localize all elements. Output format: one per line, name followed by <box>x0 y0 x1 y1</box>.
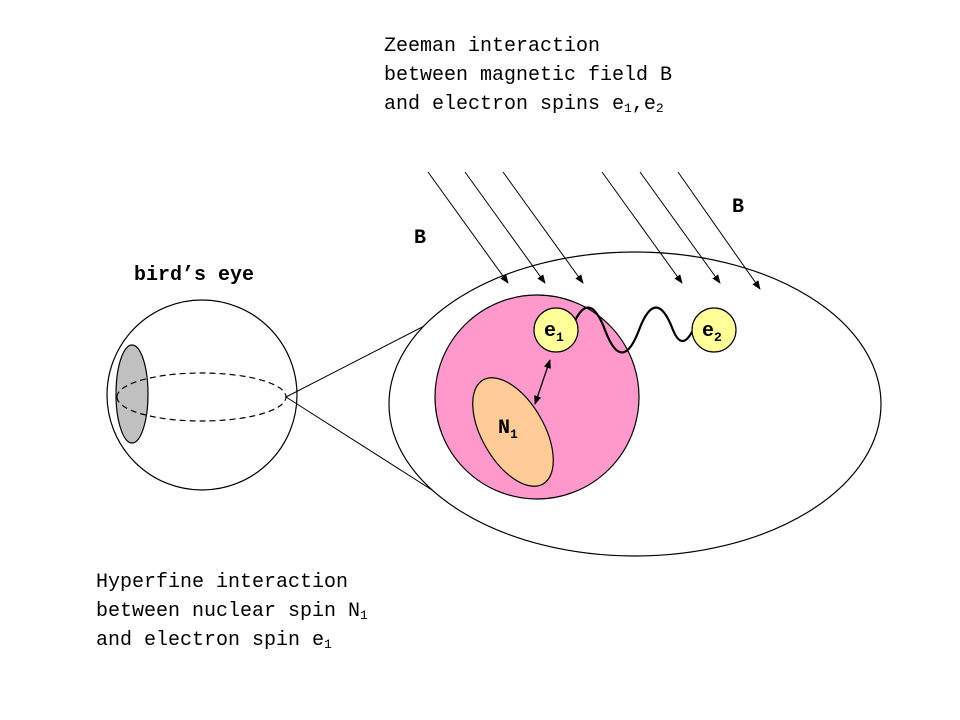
electron-e1 <box>533 307 579 353</box>
field-line <box>601 171 683 284</box>
zoom-line-top <box>285 321 433 398</box>
electron-e1-label: e1 <box>544 320 564 345</box>
zeeman-caption-line3: and electron spins e1,e2 <box>384 93 664 116</box>
electron-e2-label: e2 <box>702 320 722 345</box>
magnetic-field-lines <box>427 171 761 290</box>
eye-equator-front <box>116 396 287 422</box>
hyperfine-caption: Hyperfine interaction between nuclear sp… <box>96 568 368 655</box>
field-label-right: B <box>732 196 744 219</box>
hyperfine-caption-line3: and electron spin e1 <box>96 629 332 652</box>
birds-eye <box>106 299 298 491</box>
zeeman-caption-line2: between magnetic field B <box>384 64 673 87</box>
electron-coupling-wave <box>569 306 694 354</box>
electron-e2 <box>691 307 737 353</box>
hyperfine-arrow <box>534 359 551 405</box>
eyeball <box>106 299 298 491</box>
hyperfine-caption-line1: Hyperfine interaction <box>96 571 349 594</box>
field-line <box>464 171 546 284</box>
zeeman-caption-line1: Zeeman interaction <box>384 35 601 58</box>
zeeman-caption: Zeeman interaction between magnetic fiel… <box>384 32 672 119</box>
zoom-line-bottom <box>285 396 433 491</box>
nucleus-n1-label: N1 <box>498 417 518 442</box>
nucleus-n1 <box>472 377 554 487</box>
field-line <box>639 171 721 284</box>
field-line <box>427 171 509 284</box>
eye-equator-back <box>116 372 287 398</box>
field-line <box>677 171 761 290</box>
birds-eye-label: bird’s eye <box>134 264 254 287</box>
hyperfine-caption-line2: between nuclear spin N1 <box>96 600 368 623</box>
eye-iris <box>115 344 149 444</box>
field-line <box>502 171 584 284</box>
field-label-left: B <box>414 227 426 250</box>
